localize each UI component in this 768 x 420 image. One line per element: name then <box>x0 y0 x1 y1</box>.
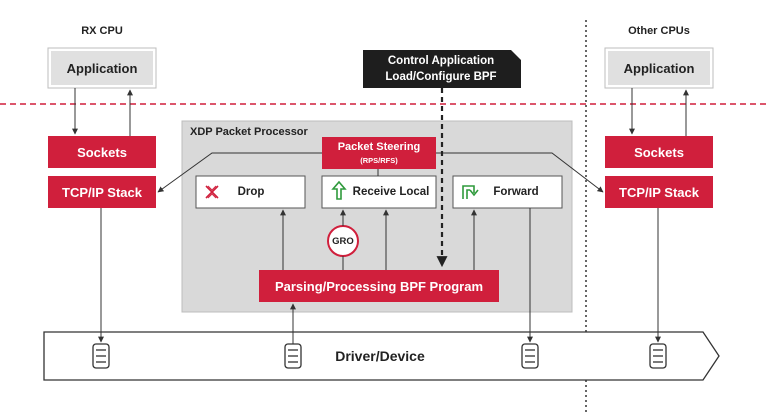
rx-tcpip-label: TCP/IP Stack <box>62 184 142 200</box>
bpf-program-box[interactable] <box>259 270 499 302</box>
other-cpus-label: Other CPUs <box>628 25 690 37</box>
ring-buffer-icon <box>92 343 110 369</box>
ring-buffer-icon <box>649 343 667 369</box>
control-application-line2: Load/Configure BPF <box>385 70 497 83</box>
driver-device-label: Driver/Device <box>335 348 425 364</box>
x-cross-icon <box>205 185 219 199</box>
drop-box[interactable] <box>195 175 306 209</box>
rx-tcpip-box[interactable] <box>48 176 156 208</box>
drop-label: Drop <box>237 186 265 198</box>
control-application-box[interactable] <box>363 50 521 88</box>
packet-steering-label: Packet Steering <box>337 141 421 153</box>
steering-line-left <box>157 152 322 193</box>
control-application-line1: Control Application <box>387 54 495 67</box>
other-sockets-label: Sockets <box>634 144 684 160</box>
rx-cpu-label: RX CPU <box>81 25 123 37</box>
steering-line-right <box>436 152 604 193</box>
ring-buffer-icon <box>284 343 302 369</box>
up-arrow-icon <box>331 180 347 200</box>
packet-steering-box[interactable] <box>322 137 436 169</box>
gro-label: GRO <box>332 235 354 247</box>
driver-device-bar <box>43 331 720 381</box>
rx-sockets-box[interactable] <box>48 136 156 168</box>
ring-buffer-icon <box>521 343 539 369</box>
other-application-label: Application <box>623 60 695 76</box>
curved-arrow-icon <box>462 185 479 199</box>
other-tcpip-box[interactable] <box>605 176 713 208</box>
other-sockets-box[interactable] <box>605 136 713 168</box>
other-tcpip-label: TCP/IP Stack <box>619 184 699 200</box>
receive-local-label: Receive Local <box>352 186 430 198</box>
xdp-panel-title: XDP Packet Processor <box>190 126 308 138</box>
rx-sockets-label: Sockets <box>77 144 127 160</box>
bpf-program-label: Parsing/Processing BPF Program <box>274 278 484 294</box>
forward-label: Forward <box>493 186 539 198</box>
rx-application-label: Application <box>66 60 138 76</box>
packet-steering-sublabel: (RPS/RFS) <box>360 155 398 165</box>
